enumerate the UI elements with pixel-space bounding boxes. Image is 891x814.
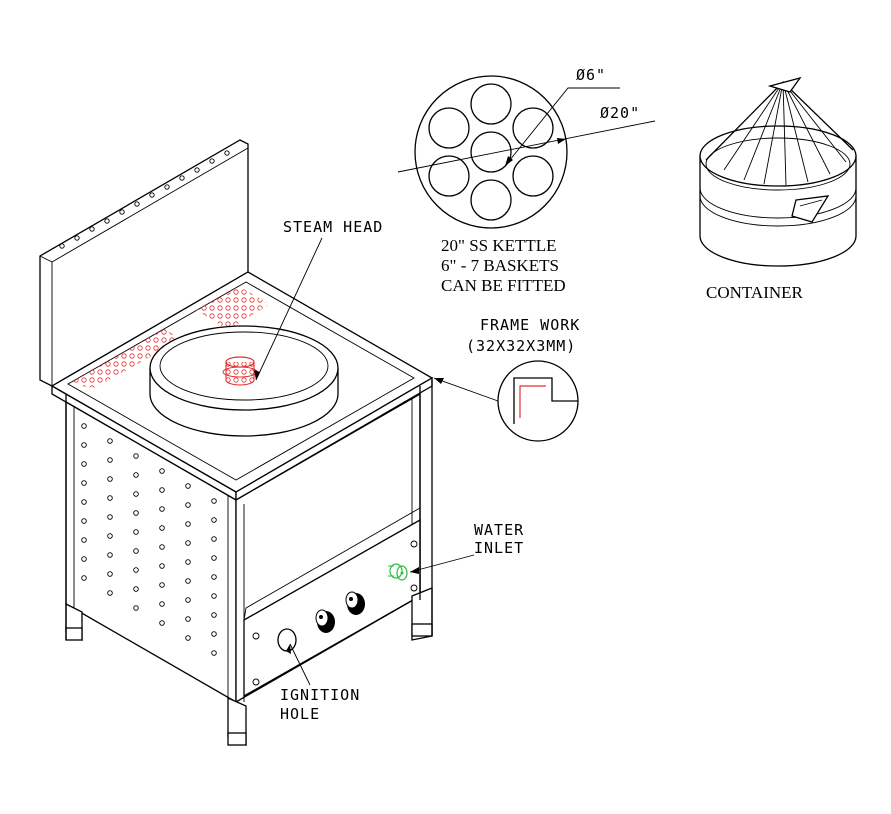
steam-head-label: STEAM HEAD	[283, 218, 383, 236]
side-hole	[159, 563, 165, 569]
perforated-strip-back	[196, 286, 270, 330]
kettle-note-line-1: 20" SS KETTLE	[441, 236, 557, 255]
side-hole	[185, 578, 191, 584]
side-hole	[211, 555, 217, 561]
side-hole	[185, 559, 191, 565]
side-hole	[185, 521, 191, 527]
side-hole	[81, 518, 87, 524]
side-hole	[159, 468, 165, 474]
side-hole	[107, 590, 113, 596]
side-hole	[211, 498, 217, 504]
side-hole	[185, 502, 191, 508]
side-hole	[107, 514, 113, 520]
side-hole	[185, 597, 191, 603]
side-hole	[81, 556, 87, 562]
side-hole	[133, 548, 139, 554]
side-hole	[133, 491, 139, 497]
side-hole	[133, 472, 139, 478]
side-hole	[107, 495, 113, 501]
leg-right-foot	[411, 623, 433, 637]
side-hole	[133, 529, 139, 535]
side-hole	[211, 536, 217, 542]
side-hole	[185, 616, 191, 622]
side-hole	[81, 537, 87, 543]
water-inlet-label-2: INLET	[474, 539, 524, 557]
side-hole	[159, 506, 165, 512]
water-inlet-label-1: WATER	[474, 521, 524, 539]
perforated-strip-left	[68, 328, 180, 388]
side-hole	[159, 525, 165, 531]
control-knob-2-icon	[345, 591, 365, 615]
side-hole	[159, 601, 165, 607]
side-hole	[159, 544, 165, 550]
water-inlet-icon	[388, 563, 408, 581]
side-hole	[211, 631, 217, 637]
frame-work-label-1: FRAME WORK	[480, 316, 580, 334]
side-hole	[159, 582, 165, 588]
side-hole	[159, 487, 165, 493]
side-panel-holes	[81, 423, 217, 656]
kettle-note-line-2: 6" - 7 BASKETS	[441, 256, 559, 275]
splash-holes	[59, 150, 230, 249]
leg-front-foot	[227, 732, 247, 746]
control-knob-1-icon	[315, 609, 335, 633]
leg-left-foot	[65, 627, 83, 641]
side-hole	[81, 499, 87, 505]
side-hole	[81, 423, 87, 429]
frame-work-detail	[433, 360, 579, 442]
kettle-top-view	[397, 75, 656, 229]
side-hole	[211, 574, 217, 580]
container-illustration	[699, 76, 857, 267]
frame-work-label-2: (32X32X3MM)	[466, 337, 576, 355]
ignition-hole-label-2: HOLE	[280, 705, 320, 723]
side-hole	[107, 438, 113, 444]
side-hole	[133, 567, 139, 573]
side-hole	[107, 571, 113, 577]
side-hole	[211, 650, 217, 656]
side-hole	[211, 593, 217, 599]
dia-kettle-label: Ø20"	[600, 104, 640, 122]
side-hole	[133, 605, 139, 611]
side-hole	[133, 586, 139, 592]
kettle-note-line-3: CAN BE FITTED	[441, 276, 566, 295]
side-hole	[133, 510, 139, 516]
side-hole	[81, 461, 87, 467]
side-hole	[211, 517, 217, 523]
side-hole	[107, 457, 113, 463]
side-hole	[211, 612, 217, 618]
side-hole	[107, 533, 113, 539]
side-hole	[107, 476, 113, 482]
side-hole	[81, 442, 87, 448]
kettle-ring	[149, 325, 339, 437]
container-label: CONTAINER	[706, 283, 804, 302]
dia-basket-label: Ø6"	[576, 66, 606, 84]
side-hole	[107, 552, 113, 558]
side-hole	[185, 635, 191, 641]
side-hole	[185, 540, 191, 546]
side-hole	[81, 480, 87, 486]
steam-head-icon	[222, 356, 258, 386]
ignition-hole-label-1: IGNITION	[280, 686, 360, 704]
side-hole	[81, 575, 87, 581]
side-hole	[185, 483, 191, 489]
side-hole	[133, 453, 139, 459]
side-hole	[159, 620, 165, 626]
